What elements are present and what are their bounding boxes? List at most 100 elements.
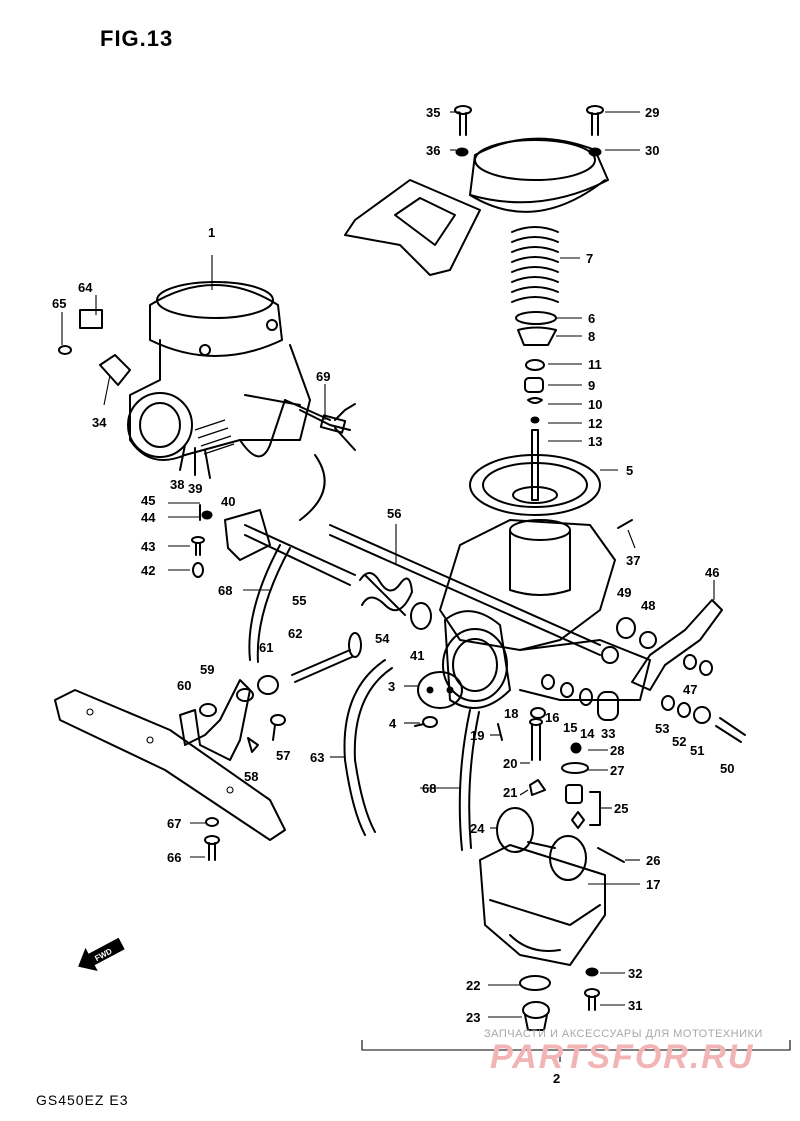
washer-32 [585,967,599,977]
washer-47b [699,660,713,676]
washer-36 [455,147,469,157]
cap-33 [597,691,619,721]
throttle-shaft-56 [329,524,601,656]
callout-46: 46 [705,565,719,580]
washer-44 [201,510,213,520]
spring-59 [199,703,217,717]
top-cover [469,137,609,213]
callout-59: 59 [200,662,214,677]
callout-31: 31 [628,998,642,1013]
adjuster-62 [291,649,353,683]
callout-29: 29 [645,105,659,120]
tube-68-left [248,544,281,661]
callout-19: 19 [470,728,484,743]
vent-fitting [299,403,356,451]
washer-47a [683,654,697,670]
callout-15: 15 [563,720,577,735]
leaders-22-23 [488,984,522,1018]
needle-holder-6-8 [515,311,557,346]
callout-48: 48 [641,598,655,613]
lever-46 [631,599,723,691]
callout-65: 65 [52,296,66,311]
callout-30: 30 [645,143,659,158]
callout-39: 39 [188,481,202,496]
callout-20: 20 [503,756,517,771]
pin-26 [597,847,625,863]
left-carburetor-body [127,281,331,461]
callout-68-left: 68 [218,583,232,598]
callout-3: 3 [388,679,395,694]
screws-38-40 [179,444,211,479]
tube-68-right-b [468,711,480,849]
callout-21: 21 [503,785,517,800]
callout-49: 49 [617,585,631,600]
callout-69: 69 [316,369,330,384]
nut-28 [570,742,582,754]
callout-32: 32 [628,966,642,981]
callout-17: 17 [646,877,660,892]
shaft-55 [244,524,356,586]
leaders-27-28 [588,749,608,771]
callout-52: 52 [672,734,686,749]
callout-51: 51 [690,743,704,758]
bracket-34 [99,354,131,386]
float-bowl-17 [479,844,606,966]
callout-63: 63 [310,750,324,765]
spring-54 [359,572,413,616]
jet-19 [497,723,503,741]
lever-60 [179,679,254,761]
callout-68-right: 68 [422,781,436,796]
callout-27: 27 [610,763,624,778]
callout-44: 44 [141,510,156,525]
leaders-31-32 [600,972,625,1006]
jet-needle-13 [531,429,539,501]
callout-64: 64 [78,280,93,295]
leaders-6-13 [548,317,582,442]
washer-11 [525,359,545,371]
callout-11: 11 [588,357,602,372]
vent-tube-69 [299,454,326,521]
screw-66 [204,835,220,861]
callout-47: 47 [683,682,697,697]
callout-12: 12 [588,416,602,431]
seal-41 [410,602,432,630]
callout-2: 2 [553,1071,560,1086]
callout-26: 26 [646,853,660,868]
float-arm-24 [527,841,556,849]
watermark-caption: ЗАПЧАСТИ И АКСЕССУАРЫ ДЛЯ МОТОТЕХНИКИ [484,1028,763,1040]
callout-35: 35 [426,105,440,120]
callout-38: 38 [170,477,184,492]
callout-37: 37 [626,553,640,568]
mounting-plate [54,689,286,841]
right-carburetor-body [439,519,651,709]
needle-25 [571,811,585,829]
washer-30 [588,147,602,157]
washer-12 [530,416,540,424]
callout-36: 36 [426,143,440,158]
screw-35 [454,105,472,136]
callout-6: 6 [588,311,595,326]
model-code: GS450EZ E3 [36,1092,129,1108]
screw-4 [414,716,438,728]
callout-53: 53 [655,721,669,736]
callout-43: 43 [141,539,155,554]
callout-1: 1 [208,225,215,240]
callout-50: 50 [720,761,734,776]
needle-valve-25 [565,784,583,804]
callout-18: 18 [504,706,518,721]
watermark-logo: PARTSFOR.RU [490,1038,755,1076]
tube-63-b [353,667,393,833]
ring-27 [561,762,589,774]
callout-24: 24 [470,821,485,836]
ring-16 [541,674,555,690]
callout-61: 61 [259,640,273,655]
plug-23 [522,1001,550,1031]
adjuster-head-62 [348,632,362,658]
tube-68-right [458,709,471,851]
spring-7 [511,226,559,303]
callout-62: 62 [288,626,302,641]
spacer-61 [257,675,279,695]
figure-title: FIG.13 [100,26,174,51]
pin-43 [191,536,205,556]
